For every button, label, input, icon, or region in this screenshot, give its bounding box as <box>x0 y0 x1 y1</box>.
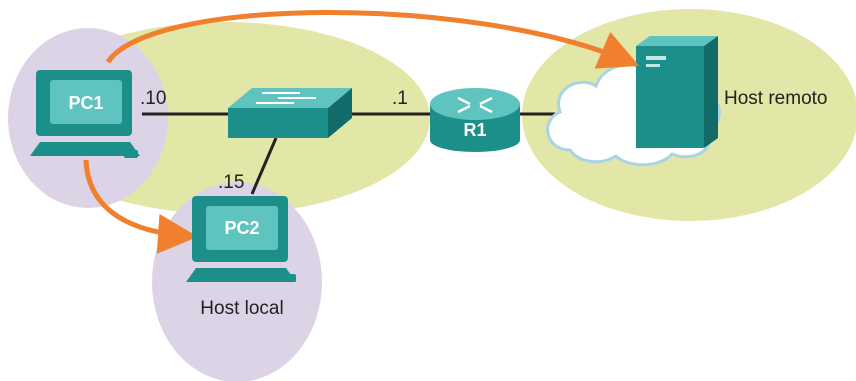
router-address: .1 <box>392 88 408 109</box>
pc2-address: .15 <box>218 172 244 193</box>
local-host-caption: Host local <box>200 298 283 319</box>
arrow-pc1-to-remote <box>105 10 640 69</box>
pc2-label: PC2 <box>224 218 259 238</box>
remote-host-caption: Host remoto <box>724 88 827 109</box>
router-label: R1 <box>463 120 486 140</box>
router-icon[interactable]: R1 <box>430 88 520 152</box>
pc1-computer-icon[interactable]: PC1 <box>30 70 140 158</box>
pc2-computer-icon[interactable]: PC2 <box>186 196 296 282</box>
pc1-address: .10 <box>140 88 166 109</box>
pc1-label: PC1 <box>68 93 103 113</box>
switch-icon[interactable] <box>228 88 352 138</box>
link-switch-pc2 <box>250 137 278 195</box>
server-icon[interactable] <box>636 36 718 148</box>
arrow-pc1-to-pc2 <box>83 159 198 254</box>
